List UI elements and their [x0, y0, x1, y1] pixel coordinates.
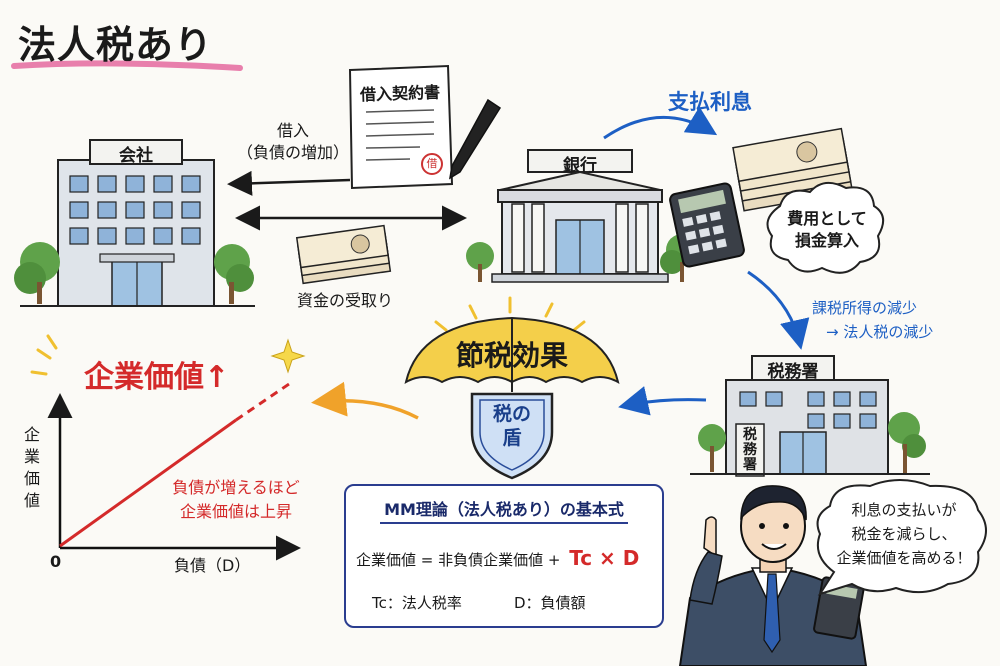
graph-headline: 企業価値↑: [84, 360, 230, 395]
expense-cloud-shape: [766, 181, 885, 274]
umbrella-title: 節税効果: [455, 339, 568, 372]
sparkle-icon: [270, 338, 306, 374]
tax-reduction-line1: 課税所得の減少: [812, 299, 918, 317]
expense-cloud-text: 費用として 損金算入: [782, 208, 872, 252]
value-graph: [30, 334, 306, 561]
shield-line2: 盾: [502, 427, 522, 449]
cash-exchange-label: 資金の受取り: [296, 291, 393, 310]
graph-annotation: 負債が増えるほど 企業価値は上昇: [156, 476, 316, 524]
tax-office-building-icon: [690, 355, 930, 477]
formula-equation-main: 企業価値 = 非負債企業価値 +: [356, 551, 561, 569]
graph-value-line: [59, 418, 237, 548]
umbrella-to-graph-arrow: [311, 381, 419, 420]
page-title: 法人税あり: [18, 23, 214, 67]
tax-reduction-label: 課税所得の減少 → 法人税の減少: [812, 296, 933, 344]
expense-cloud-line1: 費用として: [787, 209, 867, 228]
contract-title: 借入契約書: [359, 82, 441, 105]
borrow-label-line1: 借入: [276, 121, 309, 140]
bank-building-icon: [466, 149, 698, 283]
speech-bubble-line3: 企業価値を高める！: [836, 549, 972, 567]
borrow-arrow: [227, 170, 351, 196]
tax-to-umbrella-arrow: [618, 386, 707, 416]
borrow-label: 借入 （負債の増加）: [228, 120, 358, 164]
pen-icon: [448, 98, 502, 180]
tax-office-sign: 税務署: [767, 362, 819, 382]
graph-value-line-extension: [235, 380, 293, 422]
shield-text: 税の 盾: [476, 402, 548, 450]
contract-document-icon: [348, 64, 454, 190]
graph-x-label: 負債（D）: [174, 556, 251, 575]
graph-annotation-line2: 企業価値は上昇: [179, 502, 292, 521]
calculator-icon: [669, 182, 745, 268]
expense-cloud-line2: 損金算入: [794, 231, 859, 250]
speech-bubble-line2: 税金を減らし、: [851, 525, 957, 543]
formula-legend-tc: Tc：法人税率: [372, 594, 462, 612]
tax-reduction-line2: → 法人税の減少: [826, 323, 934, 341]
borrow-label-line2: （負債の増加）: [236, 143, 349, 162]
speech-bubble-line1: 利息の支払いが: [851, 501, 957, 519]
company-building-icon: [14, 139, 255, 307]
umbrella-icon: [404, 296, 620, 480]
businessman-illustration: [678, 485, 868, 666]
company-sign: 会社: [119, 146, 153, 166]
title-underline: [11, 60, 243, 71]
formula-legend-d: D：負債額: [514, 594, 586, 612]
bank-sign: 銀行: [563, 156, 597, 176]
interest-arrow: [603, 106, 718, 140]
speech-bubble-text: 利息の支払いが 税金を減らし、 企業価値を高める！: [836, 498, 972, 570]
graph-origin-label: 0: [50, 552, 62, 571]
graph-y-label: 企業価値: [23, 425, 40, 510]
shield-line1: 税の: [492, 403, 531, 425]
tax-office-vertical-sign: 税務署: [743, 427, 757, 473]
contract-seal: 借: [426, 157, 438, 170]
formula-heading-rule: [380, 522, 628, 524]
graph-annotation-line1: 負債が増えるほど: [172, 478, 300, 497]
formula-equation: 企業価値 = 非負債企業価値 + Tc × D: [356, 546, 639, 570]
interest-label: 支払利息: [668, 90, 752, 114]
formula-box: MM理論（法人税あり）の基本式 企業価値 = 非負債企業価値 + Tc × D …: [344, 484, 664, 628]
formula-equation-highlight: Tc × D: [569, 546, 640, 570]
cash-bundle-icon: [295, 224, 392, 285]
formula-heading: MM理論（法人税あり）の基本式: [384, 500, 624, 519]
tax-reduction-arrow: [747, 270, 810, 350]
speech-bubble-shape: [816, 479, 987, 596]
